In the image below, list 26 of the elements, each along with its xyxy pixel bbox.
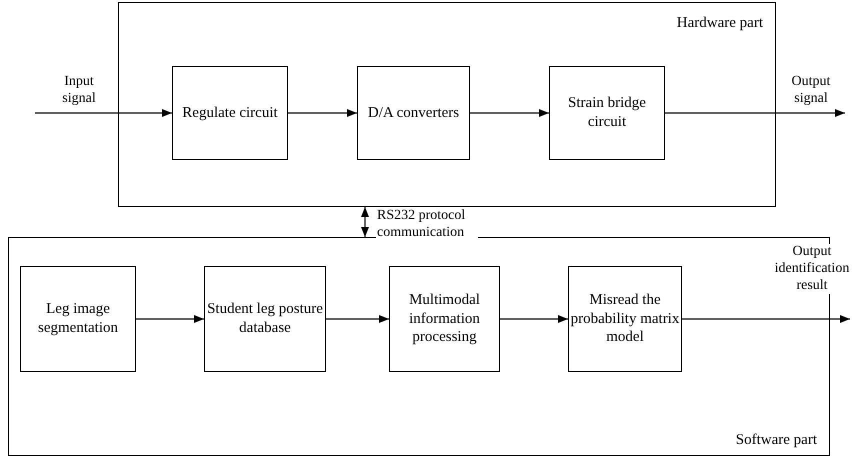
double-arrow xyxy=(361,207,369,237)
process-box xyxy=(20,266,136,372)
process-box xyxy=(568,266,682,372)
arrow xyxy=(500,315,568,323)
process-box xyxy=(357,66,470,160)
group-title: Software part xyxy=(736,432,817,449)
process-box xyxy=(204,266,326,372)
arrow xyxy=(682,315,850,323)
group-title: Hardware part xyxy=(676,15,763,32)
box-label: Multimodal information processing xyxy=(408,290,481,348)
box-label: D/A converters xyxy=(368,104,460,122)
process-box xyxy=(389,266,500,372)
box-label: Regulate circuit xyxy=(182,104,278,122)
arrow xyxy=(326,315,389,323)
box-label: Misread the probability matrix model xyxy=(570,290,680,348)
arrow xyxy=(35,109,172,117)
arrow xyxy=(288,109,357,117)
arrow xyxy=(665,109,845,117)
arrow xyxy=(136,315,204,323)
arrow xyxy=(470,109,549,117)
box-label: Student leg posture database xyxy=(206,300,324,338)
box-label: Strain bridge circuit xyxy=(567,94,647,132)
box-label: Leg image segmentation xyxy=(37,300,119,338)
group-box xyxy=(118,2,776,207)
process-box xyxy=(172,66,288,160)
process-box xyxy=(549,66,665,160)
